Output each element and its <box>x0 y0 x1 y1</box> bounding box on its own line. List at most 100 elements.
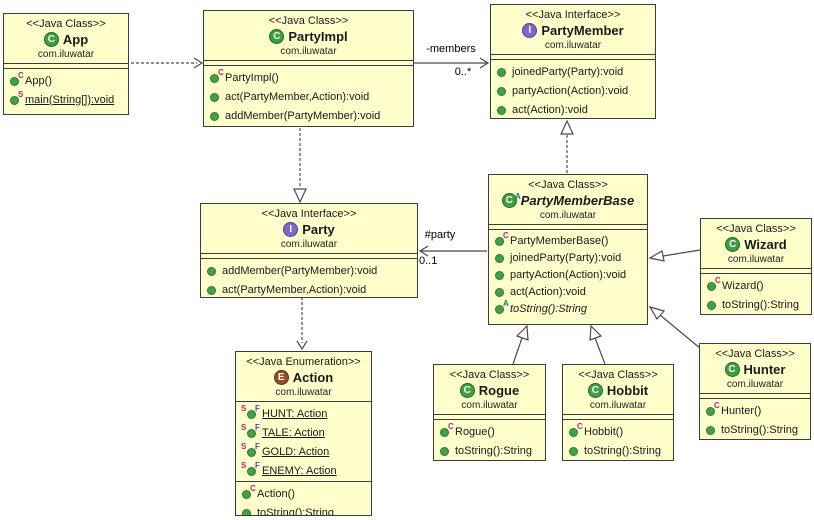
class-box-app[interactable]: <<Java Class>> C App com.iluwatar C App(… <box>3 13 129 115</box>
methods-compartment: C PartyMemberBase() joinedParty(Party):v… <box>489 230 647 324</box>
member-row: addMember(PartyMember):void <box>209 106 413 125</box>
class-name: Wizard <box>744 237 787 252</box>
association-role-members: -members <box>426 43 476 55</box>
stereotype: <<Java Class>> <box>26 18 106 30</box>
stereotype: <<Java Class>> <box>578 369 658 381</box>
public-method-icon <box>496 65 512 79</box>
public-method-icon <box>494 251 510 265</box>
stereotype: <<Java Class>> <box>449 369 530 381</box>
fields-compartment-empty <box>563 415 673 420</box>
member-row: C App() <box>9 71 128 90</box>
methods-compartment: C Rogue() toString():String <box>434 420 545 460</box>
member-row: toString():String <box>706 295 811 314</box>
member-row: joinedParty(Party):void <box>496 62 655 81</box>
constructor-icon: C <box>439 422 455 439</box>
member-row: toString():String <box>705 420 810 439</box>
fields-compartment-empty <box>4 64 128 69</box>
member-row: C Rogue() <box>439 422 545 441</box>
class-box-partyimpl[interactable]: <<Java Class>> C PartyImpl com.iluwatar … <box>203 10 414 127</box>
package-name: com.iluwatar <box>461 400 518 411</box>
public-method-icon <box>439 444 455 458</box>
package-name: com.iluwatar <box>726 379 784 390</box>
public-method-icon <box>494 268 510 282</box>
stereotype: <<Java Enumeration>> <box>246 356 361 368</box>
interface-icon: I <box>522 23 538 38</box>
public-method-icon <box>206 283 222 297</box>
constructor-icon: C <box>568 422 584 439</box>
member-row: toString():String <box>241 503 371 515</box>
public-method-icon <box>705 423 721 437</box>
association-partyimpl-to-partymember[interactable] <box>414 57 490 69</box>
methods-compartment: C Hobbit() toString():String <box>563 420 673 460</box>
constructor-icon: C <box>706 276 722 293</box>
static-method-icon: S <box>9 90 25 107</box>
member-row: partyAction(Action):void <box>496 81 655 100</box>
dependency-app-to-partyimpl[interactable] <box>131 57 204 69</box>
class-box-wizard[interactable]: <<Java Class>> C Wizard com.iluwatar C W… <box>700 218 812 315</box>
class-name: Rogue <box>478 383 520 398</box>
enum-box-action[interactable]: <<Java Enumeration>> E Action com.iluwat… <box>235 351 372 516</box>
member-row: act(PartyMember,Action):void <box>206 280 417 297</box>
generalization-hunter-to-partymemberbase[interactable] <box>648 306 702 350</box>
member-row: C Hobbit() <box>568 422 673 441</box>
interface-box-party[interactable]: <<Java Interface>> I Party com.iluwatar … <box>200 203 418 298</box>
association-partymemberbase-to-party[interactable] <box>418 245 487 257</box>
public-method-icon <box>496 84 512 98</box>
fields-compartment-empty <box>701 269 811 274</box>
fields-compartment-empty <box>434 415 545 420</box>
stereotype: <<Java Class>> <box>715 348 795 360</box>
methods-compartment: addMember(PartyMember):void act(PartyMem… <box>201 259 417 297</box>
stereotype: <<Java Class>> <box>528 179 608 191</box>
constructor-icon: C <box>9 71 25 88</box>
member-row: C Hunter() <box>705 401 810 420</box>
member-row: A toString():String <box>494 299 647 317</box>
generalization-wizard-to-partymemberbase[interactable] <box>648 249 701 262</box>
constructor-icon: C <box>209 68 225 85</box>
class-box-rogue[interactable]: <<Java Class>> C Rogue com.iluwatar C Ro… <box>433 364 546 461</box>
stereotype: <<Java Class>> <box>716 223 796 235</box>
member-row: partyAction(Action):void <box>494 266 647 283</box>
association-role-party: #party <box>424 229 456 241</box>
class-icon: C <box>725 237 741 252</box>
package-name: com.iluwatar <box>589 400 647 411</box>
class-box-hunter[interactable]: <<Java Class>> C Hunter com.iluwatar C H… <box>699 343 811 440</box>
member-row: act(PartyMember,Action):void <box>209 87 413 106</box>
association-multiplicity-party: 0..1 <box>419 255 438 267</box>
class-box-hobbit[interactable]: <<Java Class>> C Hobbit com.iluwatar C H… <box>562 364 674 461</box>
stereotype: <<Java Class>> <box>268 15 349 27</box>
class-name: Hobbit <box>606 383 649 398</box>
association-multiplicity-members: 0..* <box>454 66 472 78</box>
interface-name: Party <box>302 222 335 237</box>
methods-compartment: joinedParty(Party):void partyAction(Acti… <box>491 60 655 118</box>
member-row: C Action() <box>241 484 371 503</box>
public-method-icon <box>568 444 584 458</box>
public-method-icon <box>206 264 222 278</box>
fields-compartment-empty <box>491 55 655 60</box>
member-row: C Wizard() <box>706 276 811 295</box>
class-icon: C <box>587 383 603 398</box>
class-icon: C <box>459 383 475 398</box>
interface-box-partymember[interactable]: <<Java Interface>> I PartyMember com.ilu… <box>490 4 656 119</box>
generalization-hobbit-to-partymemberbase[interactable] <box>589 324 606 365</box>
package-name: com.iluwatar <box>280 46 337 57</box>
dependency-party-to-action[interactable] <box>296 297 308 351</box>
package-name: com.iluwatar <box>539 210 597 221</box>
stereotype: <<Java Interface>> <box>261 208 357 220</box>
realization-partyimpl-to-party[interactable] <box>293 128 307 204</box>
generalization-rogue-to-partymemberbase[interactable] <box>512 324 529 365</box>
package-name: com.iluwatar <box>275 387 332 398</box>
class-name: PartyMemberBase <box>520 193 635 208</box>
package-name: com.iluwatar <box>544 40 602 51</box>
realization-partymemberbase-to-partymember[interactable] <box>560 119 574 174</box>
fields-compartment-empty <box>204 61 413 66</box>
fields-compartment-empty <box>489 225 647 230</box>
